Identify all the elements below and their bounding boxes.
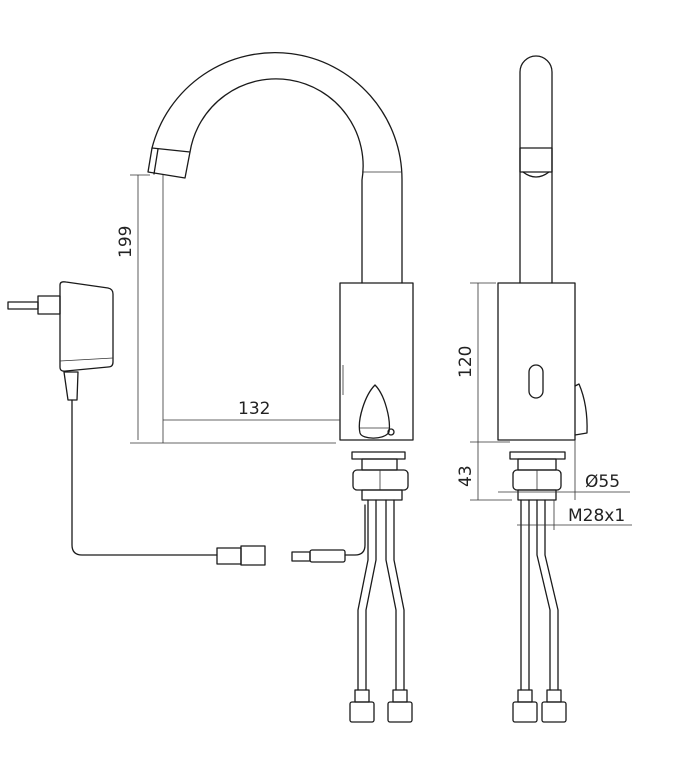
front-view-faucet	[497, 55, 588, 723]
supply-hoses	[357, 499, 405, 691]
dimension-120: 120	[456, 346, 476, 378]
dimension-diameter-55: Ø55	[585, 472, 620, 492]
power-adapter	[7, 281, 266, 566]
spout-outer	[151, 51, 403, 284]
dimension-43: 43	[456, 465, 476, 487]
dimension-132: 132	[238, 399, 270, 419]
lever-handle	[358, 384, 391, 439]
side-dimensions: 199 132	[116, 174, 340, 444]
spout-inner	[189, 78, 364, 284]
front-dimensions: 120 43 Ø55 M28x1	[456, 282, 632, 530]
hose-connectors	[349, 689, 413, 723]
sensor-cable	[344, 504, 366, 556]
side-view-faucet	[147, 51, 414, 723]
cable-connector-male	[309, 549, 346, 563]
dimension-199: 199	[116, 226, 136, 258]
dimension-thread: M28x1	[568, 506, 625, 526]
faucet-body	[339, 282, 414, 441]
faucet-body-front	[497, 282, 576, 441]
sensor-window	[528, 364, 544, 399]
cable-connector-female	[216, 547, 242, 565]
aerator-nozzle	[147, 147, 191, 179]
adapter-cable	[71, 399, 218, 556]
spout-front	[519, 55, 553, 284]
lever-side	[574, 383, 588, 436]
mounting-nut	[352, 469, 409, 491]
